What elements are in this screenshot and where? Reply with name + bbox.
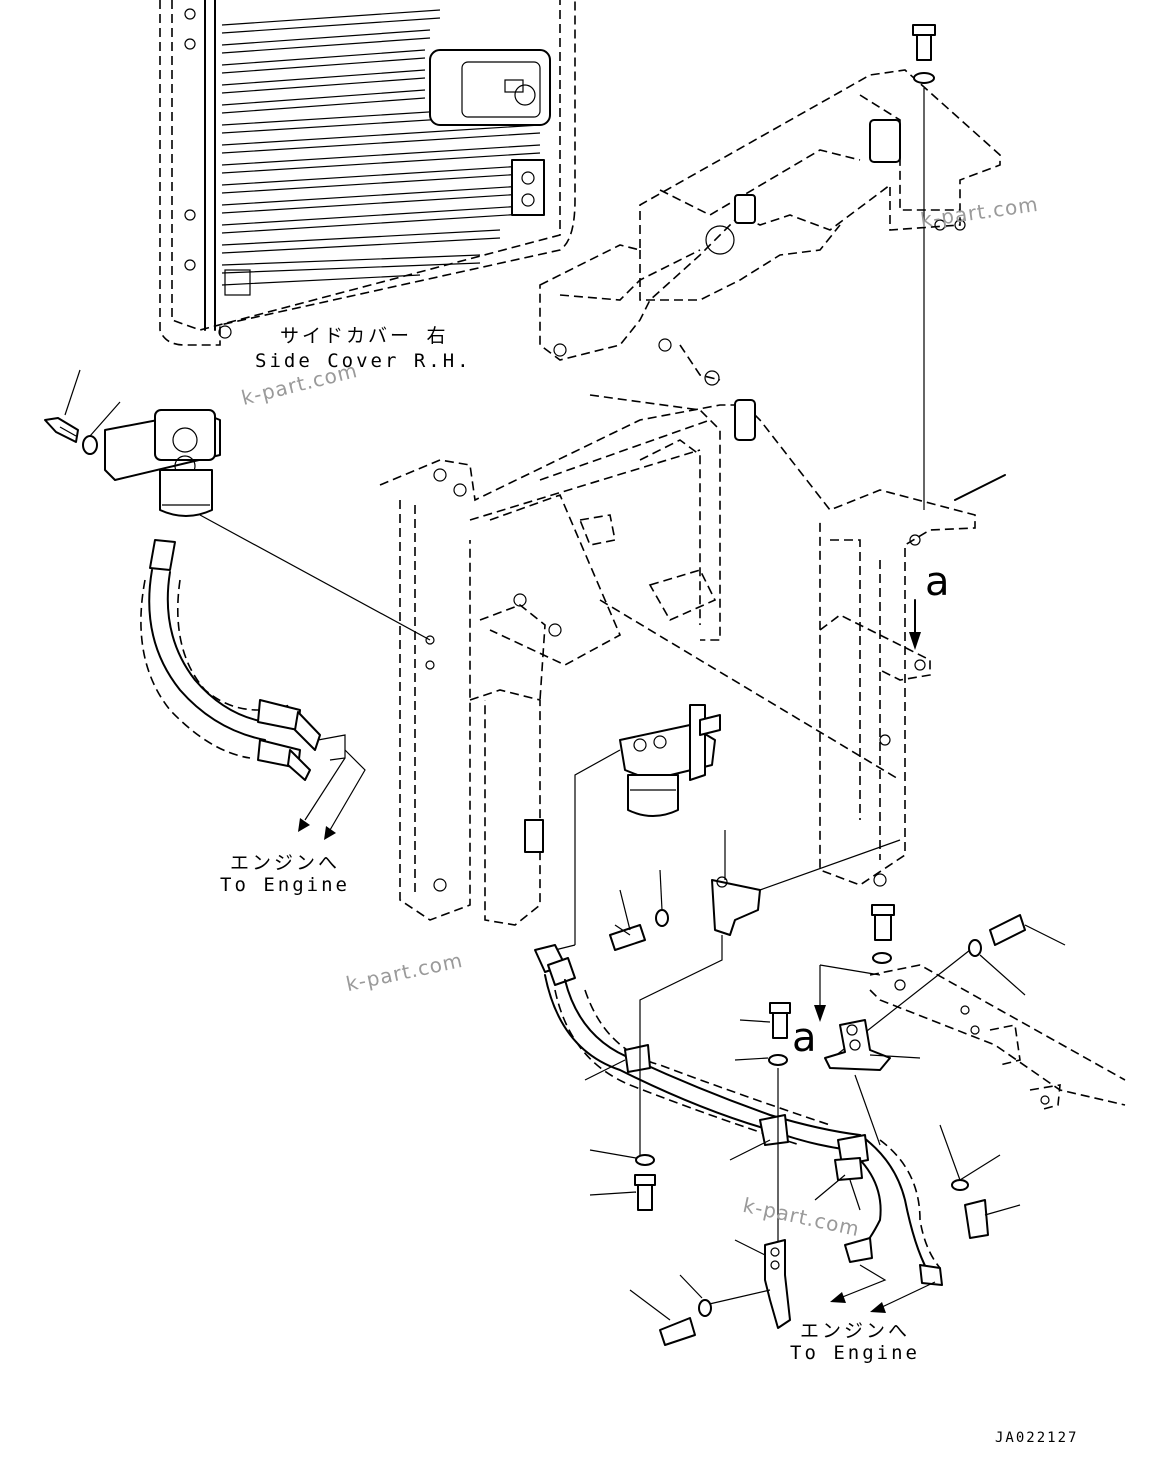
grille-slots [221, 9, 541, 286]
bracket-icon [824, 1019, 921, 1146]
upper-frame-member [539, 69, 1001, 386]
engine-label-jp-left: エンジンへ [229, 852, 340, 874]
clamp-bracket-upper [639, 830, 901, 1160]
access-panel [429, 49, 551, 126]
small-bolts-lower [584, 1002, 1021, 1260]
leader-line-frame [954, 474, 1006, 501]
middle-fuel-filter [554, 704, 721, 951]
side-cover-label-en: Side Cover R.H. [255, 350, 472, 372]
latch [511, 159, 545, 216]
bottom-hose-assembly [534, 944, 943, 1286]
engine-label-jp-bottom: エンジンへ [799, 1320, 910, 1342]
side-cover-rh [159, 0, 576, 346]
arrow-icon [830, 1264, 936, 1313]
bolt-mid-left [609, 869, 669, 951]
main-frame [379, 394, 976, 926]
drawing-code: JA022127 [995, 1430, 1079, 1446]
bolt-right-mid [871, 904, 895, 964]
left-fuel-filter [44, 369, 431, 641]
bolt-icon [44, 417, 79, 443]
lower-frame-member [869, 964, 1126, 1111]
bolt-top-right [912, 24, 936, 510]
left-hoses [140, 539, 366, 840]
mark-a-lower: a [792, 1015, 817, 1061]
engine-label-en-bottom: To Engine [790, 1342, 920, 1364]
mark-a-upper: a [925, 559, 950, 605]
bottom-bracket [629, 1239, 791, 1346]
engine-label-en-left: To Engine [220, 874, 350, 896]
side-cover-label-jp: サイドカバー 右 [280, 325, 449, 347]
